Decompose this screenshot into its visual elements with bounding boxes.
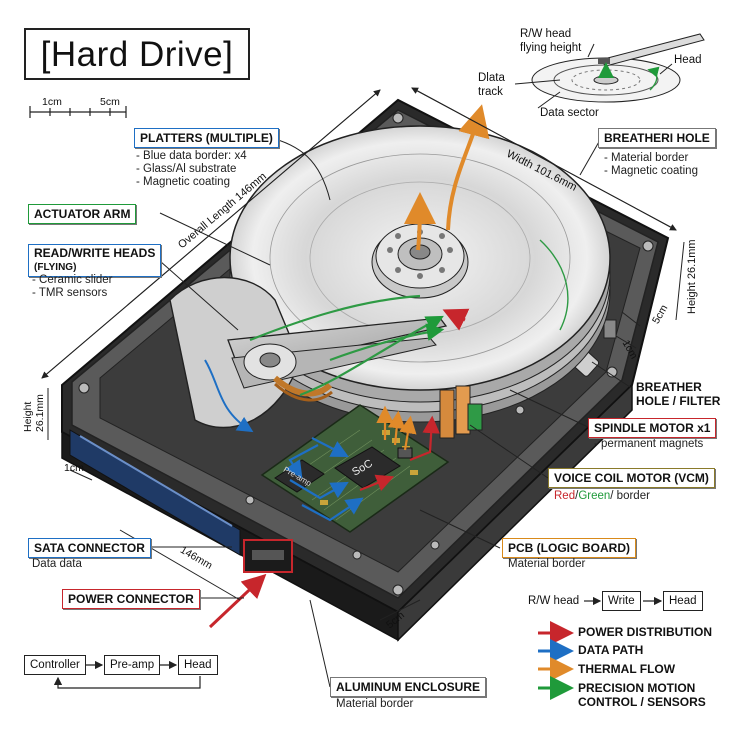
actuator-arm (169, 276, 448, 433)
inset-rw-head-line-1: R/W head (520, 28, 572, 40)
voice-coil-motor (439, 385, 483, 439)
page-title: [Hard Drive] (24, 28, 250, 80)
dim-height-left-line-1: Height (22, 401, 34, 432)
inset-head-label: Head (674, 54, 702, 66)
legend-arrows (538, 621, 574, 700)
spindle-item-1: - permanent magnets (594, 438, 704, 450)
flow-rw-start: R/W head (528, 595, 580, 607)
vcm-red: Red (554, 490, 576, 502)
rw-heads-title: READ/WRITE HEADS (34, 246, 156, 260)
inset-diagram (514, 33, 705, 109)
vcm-green: Green (578, 490, 611, 502)
scale-bar (29, 106, 127, 118)
label-spindle-motor: SPINDLE MOTOR x1 (588, 418, 717, 438)
rw-heads-item-1: - Ceramic slider (32, 274, 113, 286)
flow-preamp-box: Pre-amp (104, 655, 161, 675)
dim-1cm-left: 1cm (64, 462, 84, 474)
breather-top-item-1: - Material border (604, 152, 689, 164)
flow-arrows (208, 104, 490, 629)
vcm-rest: / border (610, 490, 650, 502)
legend-thermal: THERMAL FLOW (578, 662, 676, 676)
pcb-sub: Material border (508, 558, 586, 570)
legend-motion-1: PRECISION MOTION (578, 681, 696, 695)
label-breather-top: BREATHERI HOLE (598, 128, 716, 148)
vcm-sub: Red/Green/ border (554, 490, 650, 503)
label-sata-connector: SATA CONNECTOR (28, 538, 151, 558)
label-rw-heads: READ/WRITE HEADS (FLYING) (28, 244, 162, 277)
scale-label-5cm: 5cm (100, 96, 120, 108)
rw-heads-subtitle: (FLYING) (34, 262, 77, 273)
sata-sub: Data data (32, 558, 82, 570)
enclosure-sub: Material border (336, 698, 414, 710)
inset-data-track-line-1: Dlata (478, 72, 505, 84)
label-aluminum-enclosure: ALUMINUM ENCLOSURE (330, 677, 486, 697)
rw-heads-item-2: - TMR sensors (32, 287, 108, 299)
scale-label-1cm: 1cm (42, 96, 62, 108)
flow-rw-head-box: Head (663, 591, 703, 611)
leader-lines (145, 136, 631, 688)
label-power-connector: POWER CONNECTOR (62, 589, 200, 609)
legend-motion-2: CONTROL / SENSORS (578, 695, 706, 709)
breather-top-item-2: - Magnetic coating (604, 165, 698, 177)
spindle-hub (371, 223, 469, 299)
dim-height-right: Height 26.1mm (686, 239, 698, 314)
label-platters: PLATTERS (MULTIPLE) (134, 128, 279, 148)
dimension-lines (41, 87, 685, 621)
dim-height-left: Height 26.1mm (22, 394, 46, 432)
label-vcm: VOICE COIL MOTOR (VCM) (548, 468, 715, 488)
inset-data-track-line-2: track (478, 86, 503, 98)
platters-item-2: - Glass/Al substrate (136, 163, 237, 175)
flow-controller-box: Controller (24, 655, 86, 675)
breather-filter-line-1: BREATHER (636, 380, 702, 394)
label-pcb: PCB (LOGIC BOARD) (502, 538, 636, 558)
flow-connectors (53, 596, 663, 689)
vcm-slash: / (575, 490, 579, 502)
legend-power: POWER DISTRIBUTION (578, 625, 712, 639)
legend-data: DATA PATH (578, 643, 644, 657)
platters-item-3: - Magnetic coating (136, 176, 230, 188)
inset-rw-head-line-2: flying height (520, 42, 582, 54)
inset-data-sector: Data sector (540, 107, 599, 119)
connectors (69, 429, 293, 573)
platters-item-1: - Blue data border: x4 (136, 150, 247, 162)
dim-height-left-line-2: 26.1mm (34, 394, 46, 432)
flow-head-box: Head (178, 655, 218, 675)
flow-rw-write-box: Write (602, 591, 641, 611)
breather-filter-line-2: HOLE / FILTER (636, 394, 721, 408)
label-actuator-arm: ACTUATOR ARM (28, 204, 137, 224)
